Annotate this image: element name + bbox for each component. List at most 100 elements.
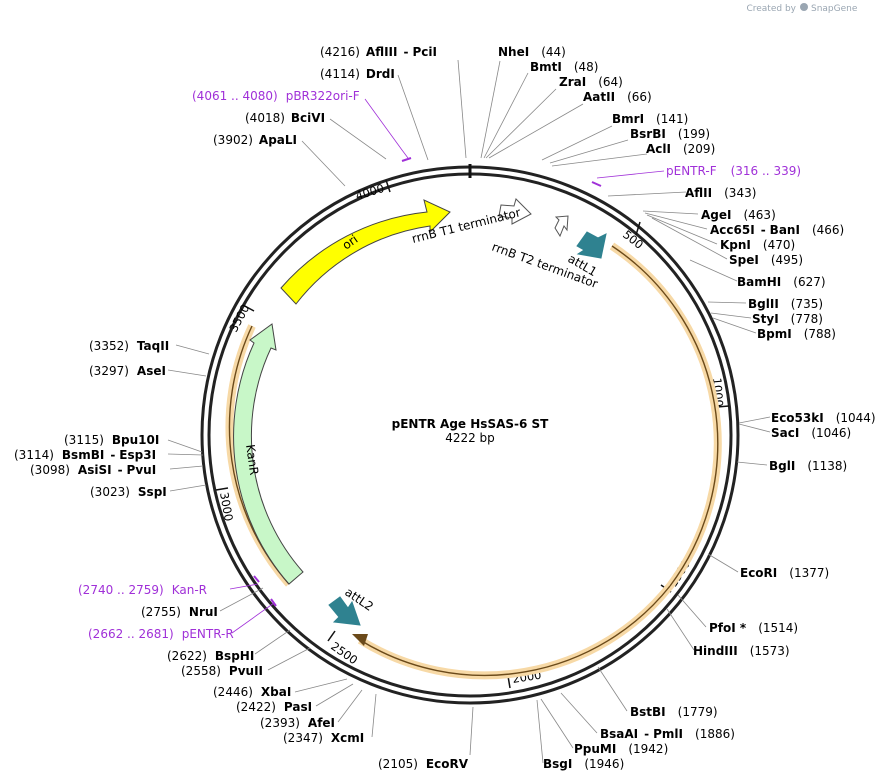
feature-attl2[interactable]: attL2 <box>328 585 376 626</box>
site-pos: (1046) <box>811 426 851 440</box>
site-label-ecoRI[interactable]: EcoRI(1377) <box>740 566 829 580</box>
orf-arrowhead <box>352 634 368 646</box>
site-label-pasI[interactable]: (2422)PasI <box>236 700 312 714</box>
site-label-styI[interactable]: StyI(778) <box>752 312 823 326</box>
site-name: EcoRI <box>740 566 777 580</box>
site-name-2: Esp3I <box>119 448 156 462</box>
site-label-aatII[interactable]: AatII(66) <box>583 90 652 104</box>
primer-label-pbr322ori-f[interactable]: (4061 .. 4080)pBR322ori-F <box>192 89 360 103</box>
site-label-bsmBI-esp3I[interactable]: (3114)BsmBI-Esp3I <box>14 448 156 462</box>
site-label-eco53kI[interactable]: Eco53kI(1044) <box>771 411 876 425</box>
site-label-aflII[interactable]: AflII(343) <box>685 186 756 200</box>
site-name-2: PvuI <box>127 463 157 477</box>
site-label-bsaAI-pmlI[interactable]: BsaAI-PmlI(1886) <box>600 727 735 741</box>
site-label-xcmI[interactable]: (2347)XcmI <box>283 731 364 745</box>
orf-arcs <box>225 242 722 680</box>
site-name: XcmI <box>331 731 364 745</box>
site-label-bspHI[interactable]: (2622)BspHI <box>167 649 254 663</box>
site-pos: (199) <box>678 127 710 141</box>
site-label-bsrBI[interactable]: BsrBI (199) <box>630 127 710 141</box>
site-label-taqII[interactable]: (3352)TaqII <box>89 339 169 353</box>
site-pos: (2105) <box>378 757 418 771</box>
site-name: BstBI <box>630 705 666 719</box>
site-label-bsgI[interactable]: BsgI(1946) <box>543 757 624 771</box>
site-label-sacI[interactable]: SacI(1046) <box>771 426 851 440</box>
site-label-nheI[interactable]: NheI(44) <box>498 45 566 59</box>
site-pos: (778) <box>791 312 823 326</box>
site-name: BsrBI <box>630 127 666 141</box>
primer-range: (2662 .. 2681) <box>88 627 174 641</box>
site-label-speI[interactable]: SpeI(495) <box>729 253 803 267</box>
plasmid-name: pENTR Age HsSAS-6 ST <box>392 417 550 431</box>
site-separator: - <box>110 448 115 462</box>
leader-bsgI <box>536 699 544 764</box>
site-label-bamHI[interactable]: BamHI(627) <box>737 275 826 289</box>
site-label-bstBI[interactable]: BstBI(1779) <box>630 705 718 719</box>
site-separator: - <box>403 45 408 59</box>
kanr-arrow <box>233 323 304 585</box>
site-label-pfoI[interactable]: PfoI *(1514) <box>709 621 798 635</box>
site-separator: - <box>118 463 123 477</box>
site-pos: (48) <box>574 60 599 74</box>
site-label-bpmI[interactable]: BpmI(788) <box>757 327 836 341</box>
site-label-ageI[interactable]: AgeI(463) <box>701 208 776 222</box>
leader-nruI <box>219 587 264 612</box>
site-label-ecoRV[interactable]: (2105)EcoRV <box>378 757 469 771</box>
site-label-acc65I-banI[interactable]: Acc65I-BanI(466) <box>710 223 844 237</box>
site-label-hindIII[interactable]: HindIII(1573) <box>693 644 790 658</box>
site-label-bmtI[interactable]: BmtI(48) <box>530 60 599 74</box>
site-label-xbaI[interactable]: (2446)XbaI <box>213 685 291 699</box>
site-label-bcivi[interactable]: (4018) BciVI <box>245 111 325 125</box>
site-pos: (4018) <box>245 111 285 125</box>
primer-mark-pbr322ori-f <box>401 157 412 162</box>
leader-styI <box>710 312 752 319</box>
leader-bcivi <box>329 118 387 160</box>
tick-1000 <box>716 405 730 408</box>
feature-kanr[interactable]: KanR <box>233 323 304 585</box>
kanr-label: KanR <box>243 443 261 476</box>
site-name: PvuII <box>229 664 263 678</box>
site-name: BciVI <box>291 111 325 125</box>
site-label-kpnI[interactable]: KpnI(470) <box>720 238 795 252</box>
site-label-asisi-pvuI[interactable]: (3098)AsiSI-PvuI <box>30 463 156 477</box>
site-label-aclI[interactable]: AclI(209) <box>646 142 715 156</box>
site-label-bpu10I[interactable]: (3115)Bpu10I <box>64 433 159 447</box>
site-label-pvuII[interactable]: (2558) PvuII <box>181 664 263 678</box>
primer-label-pentr-r[interactable]: (2662 .. 2681) pENTR-R <box>88 627 234 641</box>
leader-nheI <box>480 60 501 159</box>
site-pos: (788) <box>804 327 836 341</box>
leader-ageI <box>642 210 699 215</box>
site-pos: (3023) <box>90 485 130 499</box>
site-label-bmrI[interactable]: BmrI(141) <box>612 112 688 126</box>
primer-mark-pentr-r <box>270 598 277 607</box>
site-label-drdI[interactable]: (4114)DrdI <box>320 67 395 81</box>
site-pos: (2755) <box>141 605 181 619</box>
site-label-aflIII-pciI[interactable]: (4216)AflIII-PciI <box>320 45 437 59</box>
site-label-sspI[interactable]: (3023)SspI <box>90 485 167 499</box>
site-label-bglII[interactable]: BglII(735) <box>748 297 823 311</box>
site-pos: (64) <box>598 75 623 89</box>
site-label-aseI[interactable]: (3297)AseI <box>89 364 166 378</box>
leader-hindIII <box>666 608 695 651</box>
leader-bglI <box>736 461 768 466</box>
site-name: BsgI <box>543 757 572 771</box>
site-pos: (1573) <box>750 644 790 658</box>
site-pos: (4114) <box>320 67 360 81</box>
primer-label-pentr-f[interactable]: pENTR-F(316 .. 339) <box>666 164 801 178</box>
site-label-apaLI[interactable]: (3902)ApaLI <box>213 133 297 147</box>
site-label-zraI[interactable]: ZraI(64) <box>559 75 623 89</box>
feature-ori[interactable]: ori <box>280 199 451 305</box>
site-pos: (466) <box>812 223 844 237</box>
site-name-2: PmlI <box>653 727 683 741</box>
site-name: PfoI * <box>709 621 747 635</box>
primer-name: pENTR-R <box>182 627 234 641</box>
site-label-afeI[interactable]: (2393)AfeI <box>260 716 335 730</box>
site-label-nruI[interactable]: (2755)NruI <box>141 605 218 619</box>
site-label-bglI[interactable]: BglI(1138) <box>769 459 847 473</box>
site-pos: (2558) <box>181 664 221 678</box>
site-pos: (3352) <box>89 339 129 353</box>
primer-label-kan-r[interactable]: (2740 .. 2759)Kan-R <box>78 583 207 597</box>
site-label-ppuMI[interactable]: PpuMI(1942) <box>574 742 668 756</box>
leader-pasI <box>315 683 354 707</box>
tick-label-3000: 3000 <box>217 491 236 522</box>
